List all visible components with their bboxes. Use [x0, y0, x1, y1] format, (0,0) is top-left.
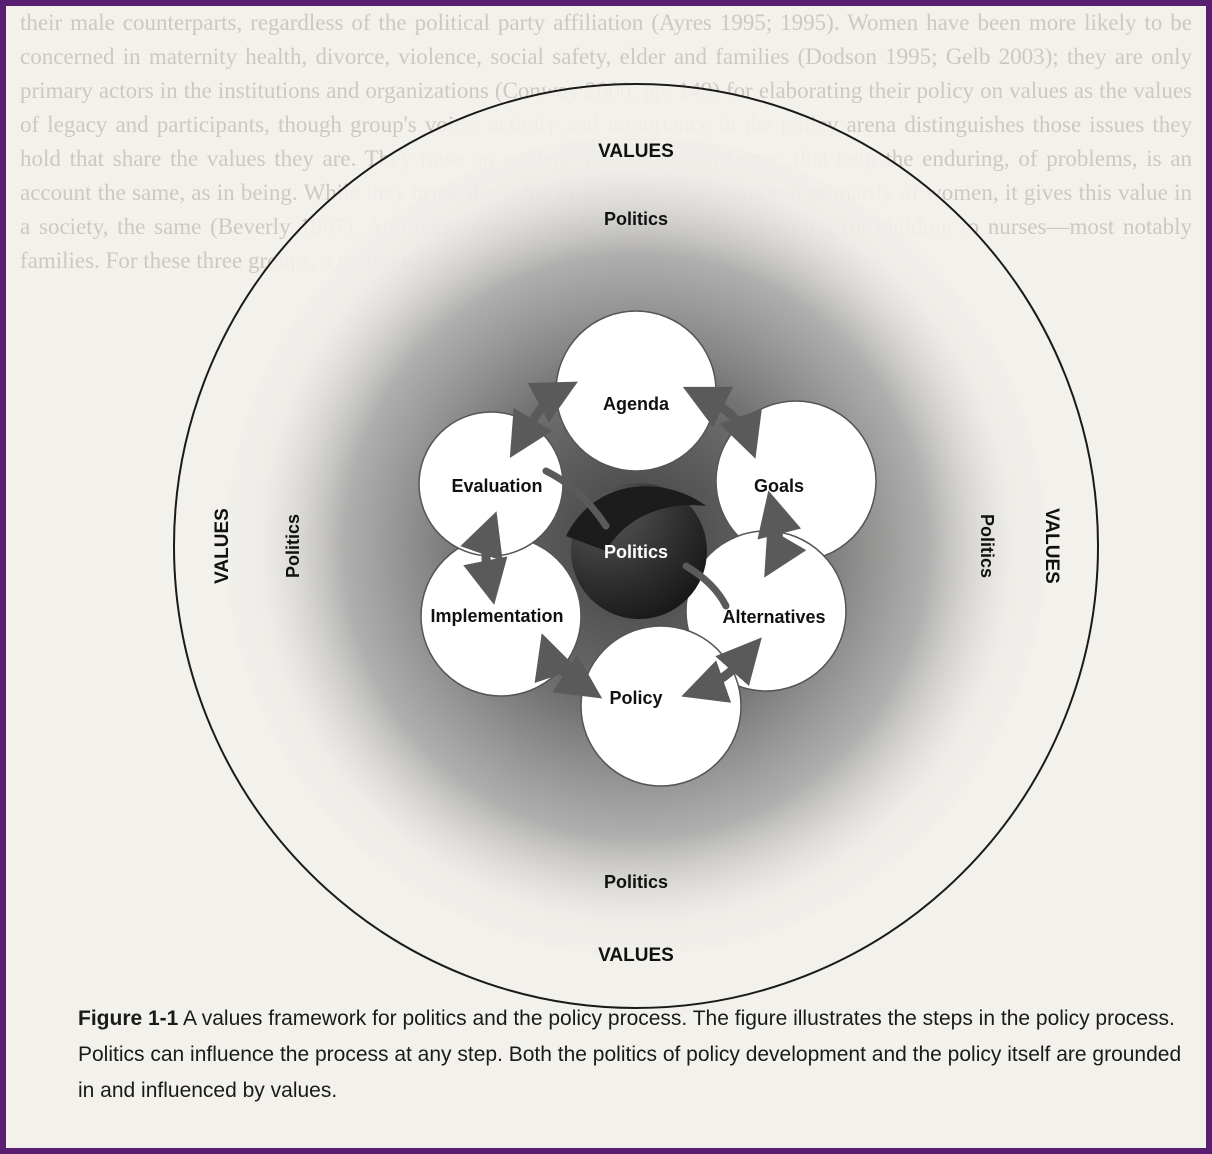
evaluation-label: Evaluation	[451, 476, 542, 496]
politics-label-top: Politics	[604, 209, 668, 229]
values-label-bottom: VALUES	[598, 945, 674, 966]
arrow-alternatives-policy	[681, 637, 762, 703]
arrow-goals-alternatives	[757, 490, 807, 578]
figure-number: Figure 1-1	[78, 1007, 179, 1030]
agenda-circle	[555, 310, 717, 472]
politics-label-bottom: Politics	[604, 872, 668, 892]
caption-text: A values framework for politics and the …	[78, 1007, 1182, 1102]
process-arrows	[460, 381, 807, 703]
goals-label: Goals	[754, 476, 804, 496]
implementation-label: Implementation	[430, 606, 563, 626]
arrow-evaluation-agenda	[509, 381, 578, 459]
values-label-right: VALUES	[1041, 508, 1062, 584]
center-politics-label: Politics	[604, 542, 668, 562]
politics-label-left: Politics	[283, 514, 303, 578]
policy-label: Policy	[609, 688, 662, 708]
policy-values-diagram: VALUES VALUES VALUES VALUES Politics Pol…	[173, 83, 1099, 1009]
center-swirl	[566, 486, 706, 551]
arrow-policy-implementation	[534, 633, 603, 699]
politics-label-right: Politics	[977, 514, 997, 578]
arrow-center-spoke-2	[682, 562, 730, 610]
agenda-label: Agenda	[603, 394, 670, 414]
arrow-implementation-evaluation	[460, 511, 508, 605]
figure-caption: Figure 1-1 A values framework for politi…	[78, 1001, 1198, 1109]
values-label-top: VALUES	[598, 141, 674, 162]
arrow-center-spoke-1	[542, 467, 610, 530]
values-label-left: VALUES	[212, 508, 233, 584]
alternatives-label: Alternatives	[722, 607, 825, 627]
arrow-agenda-goals	[682, 386, 762, 459]
